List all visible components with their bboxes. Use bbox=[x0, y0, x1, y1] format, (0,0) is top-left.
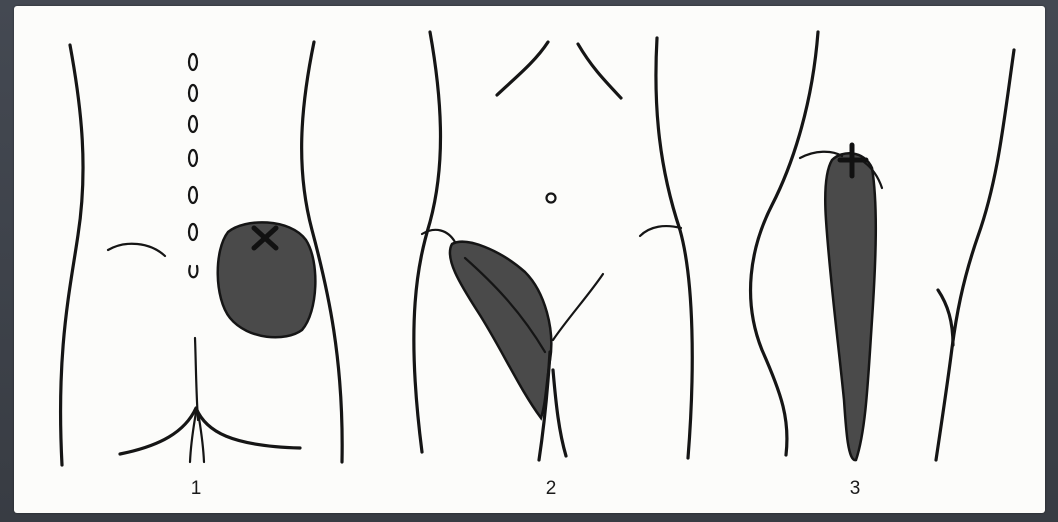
leg-shaded-region bbox=[825, 153, 876, 460]
groin-crease bbox=[553, 274, 603, 340]
body-outline-left bbox=[61, 45, 84, 465]
shoulder-blade-curve bbox=[108, 244, 165, 256]
neck-line-right bbox=[578, 44, 621, 98]
panel-label-1: 1 bbox=[191, 478, 202, 499]
figure-1-back-view: 1 bbox=[61, 42, 343, 499]
side-outline-right bbox=[936, 50, 1014, 460]
figure-3-side-view: 3 bbox=[751, 32, 1014, 499]
torso-outline-right bbox=[656, 38, 692, 458]
neck-line-left bbox=[497, 42, 548, 95]
panel-label-3: 3 bbox=[850, 478, 861, 499]
side-outline-left bbox=[751, 32, 818, 455]
thigh-shaded-region bbox=[450, 242, 551, 418]
panel-label-2: 2 bbox=[546, 478, 557, 499]
spine-vertebrae bbox=[189, 54, 197, 277]
groin-line-right bbox=[640, 226, 681, 236]
figure-2-front-view: 2 bbox=[414, 32, 692, 499]
gluteal-cleft bbox=[120, 408, 300, 454]
inner-leg-line-2 bbox=[553, 370, 566, 456]
buttock-crease bbox=[938, 290, 953, 345]
navel bbox=[547, 194, 556, 203]
torso-outline-left bbox=[414, 32, 441, 452]
